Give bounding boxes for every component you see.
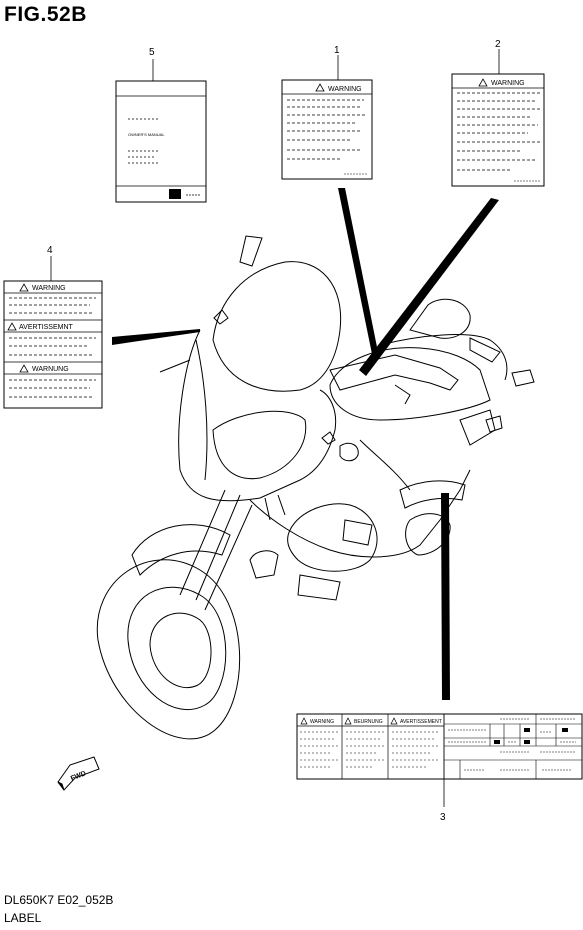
owners-manual-label[interactable] [115,80,207,203]
callout-1: 1 [334,45,340,56]
warning-label-4[interactable] [3,280,103,409]
fwd-arrow-icon: FWD [57,756,100,791]
warning-label-3[interactable] [296,713,583,780]
figure-title: FIG.52B [4,3,87,26]
callout-5: 5 [149,47,155,58]
warning-label-1[interactable] [281,79,373,180]
manual-heading: OWNER'S MANUAL [128,132,165,137]
diagram-code: DL650K7 E02_052B [4,893,114,907]
label3-col2-text: BEURNUNG [354,719,383,725]
callout-2: 2 [495,39,501,50]
label4-section3-text: WARNUNG [32,366,69,373]
section-label: LABEL [4,911,42,925]
callout-3: 3 [440,812,446,823]
label3-col3-text: AVERTISSEMENT [400,719,442,725]
label1-warning-text: WARNING [328,86,362,93]
callout-4: 4 [47,245,53,256]
warning-label-2[interactable] [451,73,545,187]
motorcycle-illustration [96,235,535,740]
label-pointers [112,188,499,700]
label3-col1-text: WARNING [310,719,334,725]
label2-warning-text: WARNING [491,80,525,87]
label4-section2-text: AVERTISSEMNT [19,324,74,331]
label4-section1-text: WARNING [32,285,66,292]
